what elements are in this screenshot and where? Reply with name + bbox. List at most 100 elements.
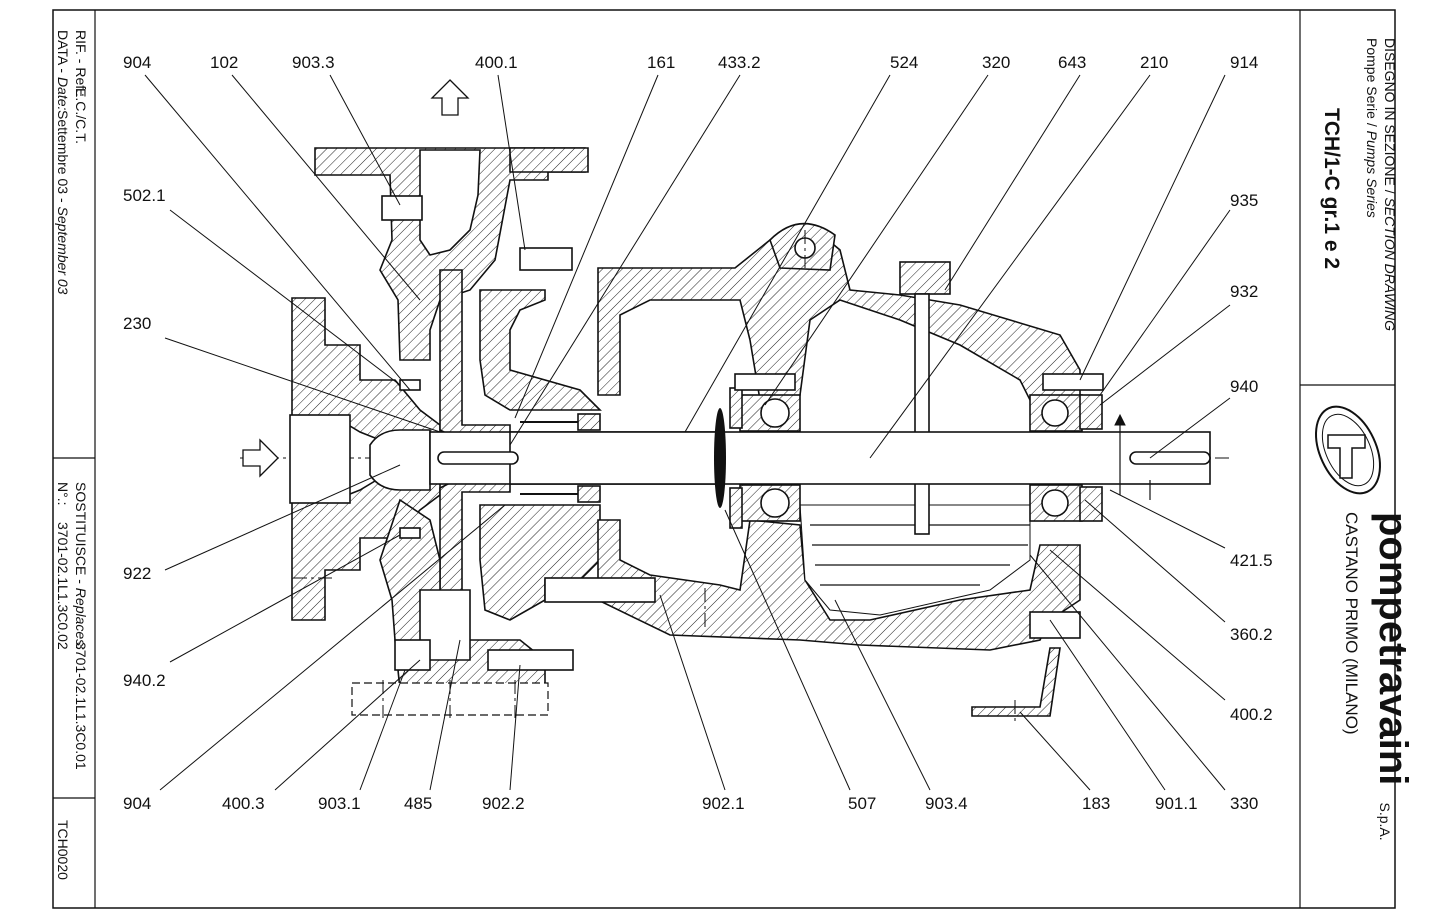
replaces-label-it: SOSTITUISCE - bbox=[73, 482, 89, 588]
discharge-flow-arrow bbox=[430, 79, 470, 116]
callout-360-2: 360.2 bbox=[1230, 625, 1273, 644]
shaft-keyway-drive bbox=[1129, 451, 1211, 465]
pump-series-en: Pumps Series bbox=[1364, 131, 1380, 218]
date-label-it: DATA - bbox=[55, 30, 71, 77]
callout-400-3: 400.3 bbox=[222, 794, 265, 813]
company-wordmark: pompetravaini bbox=[1371, 512, 1415, 785]
callouts-top: 904 102 903.3 400.1 161 433.2 524 320 64… bbox=[123, 53, 1258, 72]
breather-plug bbox=[899, 261, 951, 295]
callouts-left: 502.1 230 922 940.2 bbox=[123, 186, 166, 690]
pump-cross-section bbox=[240, 79, 1230, 725]
suction-flow-arrow bbox=[242, 438, 279, 478]
shaft-keyway-impeller bbox=[437, 451, 519, 465]
bearing-bracket-lower bbox=[597, 519, 1081, 651]
callout-524: 524 bbox=[890, 53, 918, 72]
drawing-type-en: SECTION DRAWING bbox=[1382, 197, 1398, 331]
callout-421-5: 421.5 bbox=[1230, 551, 1273, 570]
callout-210: 210 bbox=[1140, 53, 1168, 72]
callout-901-1: 901.1 bbox=[1155, 794, 1198, 813]
callout-932: 932 bbox=[1230, 282, 1258, 301]
callout-400-2: 400.2 bbox=[1230, 705, 1273, 724]
callout-507: 507 bbox=[848, 794, 876, 813]
breather-stem bbox=[914, 293, 930, 535]
replaces-value-1: 3701-02.1L1.3C0.01 bbox=[73, 642, 89, 770]
replaces-value-2: 3701-02.1L1.3C0.02 bbox=[55, 522, 71, 650]
bearing-cover-drive-upper bbox=[1079, 394, 1103, 430]
suction-eye bbox=[289, 414, 351, 504]
deflector bbox=[714, 408, 726, 508]
bolts bbox=[381, 195, 1104, 671]
callout-903-3: 903.3 bbox=[292, 53, 335, 72]
seal-ring-lower bbox=[577, 485, 601, 503]
callout-940-2: 940.2 bbox=[123, 671, 166, 690]
date-value-en: September 03 bbox=[55, 207, 71, 295]
callout-904-bottom: 904 bbox=[123, 794, 151, 813]
pump-series-it: Pompe Serie / bbox=[1364, 38, 1380, 131]
date-row: DATA - Date: Settembre 03 - September 03 bbox=[55, 30, 71, 295]
company-name: pompetravaini S.p.A. bbox=[1371, 512, 1415, 841]
callout-485: 485 bbox=[404, 794, 432, 813]
bearing-cover-pump-lower bbox=[729, 487, 743, 529]
drawing-type-it: DISEGNO IN SEZIONE / bbox=[1382, 38, 1398, 197]
ref-row: RIF. - Ref.: E.C./C.T. bbox=[73, 30, 89, 144]
bearing-cover-pump-upper bbox=[729, 387, 743, 429]
callout-903-4: 903.4 bbox=[925, 794, 968, 813]
rotation-arrow bbox=[1114, 413, 1126, 426]
callout-400-1: 400.1 bbox=[475, 53, 518, 72]
callout-643: 643 bbox=[1058, 53, 1086, 72]
replaces-label-en: Replaces: bbox=[73, 588, 89, 650]
replaces-row: SOSTITUISCE - Replaces: 3701-02.1L1.3C0.… bbox=[73, 482, 89, 770]
callout-102: 102 bbox=[210, 53, 238, 72]
callout-320: 320 bbox=[982, 53, 1010, 72]
number-label: N°.: bbox=[55, 482, 71, 506]
ref-label: RIF. - Ref.: bbox=[73, 30, 89, 97]
leader-lines bbox=[144, 74, 1231, 791]
seal-ring-upper bbox=[577, 413, 601, 431]
callouts-bottom: 904 400.3 903.1 485 902.2 902.1 507 903.… bbox=[123, 794, 1258, 813]
left-title-block-code: TCH0020 bbox=[55, 820, 71, 880]
callout-902-1: 902.1 bbox=[702, 794, 745, 813]
ref-value: E.C./C.T. bbox=[73, 88, 89, 144]
shaft-sleeve bbox=[509, 431, 721, 485]
impeller-nut bbox=[369, 429, 431, 491]
company-suffix: S.p.A. bbox=[1377, 803, 1393, 841]
company-logo-emblem bbox=[1315, 405, 1381, 495]
callout-904-top: 904 bbox=[123, 53, 151, 72]
callout-922: 922 bbox=[123, 564, 151, 583]
right-title-block-company: pompetravaini S.p.A. CASTANO PRIMO (MILA… bbox=[1342, 512, 1415, 841]
callout-433-2: 433.2 bbox=[718, 53, 761, 72]
date-value-it: Settembre 03 - bbox=[55, 110, 71, 207]
company-location: CASTANO PRIMO (MILANO) bbox=[1342, 512, 1361, 735]
callout-902-2: 902.2 bbox=[482, 794, 525, 813]
callout-903-1: 903.1 bbox=[318, 794, 361, 813]
bearing-cover-drive-lower bbox=[1079, 486, 1103, 522]
callout-183: 183 bbox=[1082, 794, 1110, 813]
casing-cover-upper bbox=[479, 289, 602, 411]
support-foot-183 bbox=[971, 647, 1061, 717]
right-title-block-top: DISEGNO IN SEZIONE / SECTION DRAWING Pom… bbox=[1320, 38, 1398, 331]
callout-330: 330 bbox=[1230, 794, 1258, 813]
number-row: N°.: 3701-02.1L1.3C0.02 bbox=[55, 482, 71, 650]
pump-series: Pompe Serie / Pumps Series bbox=[1364, 38, 1380, 218]
left-title-block: RIF. - Ref.: E.C./C.T. DATA - Date: Sett… bbox=[55, 30, 89, 295]
flange-ear bbox=[509, 147, 589, 173]
left-title-block-replaces: SOSTITUISCE - Replaces: 3701-02.1L1.3C0.… bbox=[55, 482, 89, 770]
bearing-pump-side bbox=[739, 394, 801, 522]
bearing-drive-side bbox=[1029, 394, 1083, 522]
callouts-right: 935 932 940 421.5 360.2 400.2 bbox=[1230, 191, 1273, 724]
drawing-type: DISEGNO IN SEZIONE / SECTION DRAWING bbox=[1382, 38, 1398, 331]
callout-161: 161 bbox=[647, 53, 675, 72]
discharge-port bbox=[419, 149, 481, 256]
volute-outlet-lower bbox=[419, 589, 471, 661]
date-label-en: Date: bbox=[55, 77, 71, 111]
callout-935: 935 bbox=[1230, 191, 1258, 210]
drawing-border bbox=[52, 9, 1396, 909]
callout-230: 230 bbox=[123, 314, 151, 333]
pump-model: TCH/1-C gr.1 e 2 bbox=[1320, 108, 1343, 269]
drawing-code: TCH0020 bbox=[55, 820, 71, 880]
callout-502-1: 502.1 bbox=[123, 186, 166, 205]
callout-914: 914 bbox=[1230, 53, 1258, 72]
bearing-bracket-upper bbox=[597, 224, 1081, 401]
callout-940: 940 bbox=[1230, 377, 1258, 396]
